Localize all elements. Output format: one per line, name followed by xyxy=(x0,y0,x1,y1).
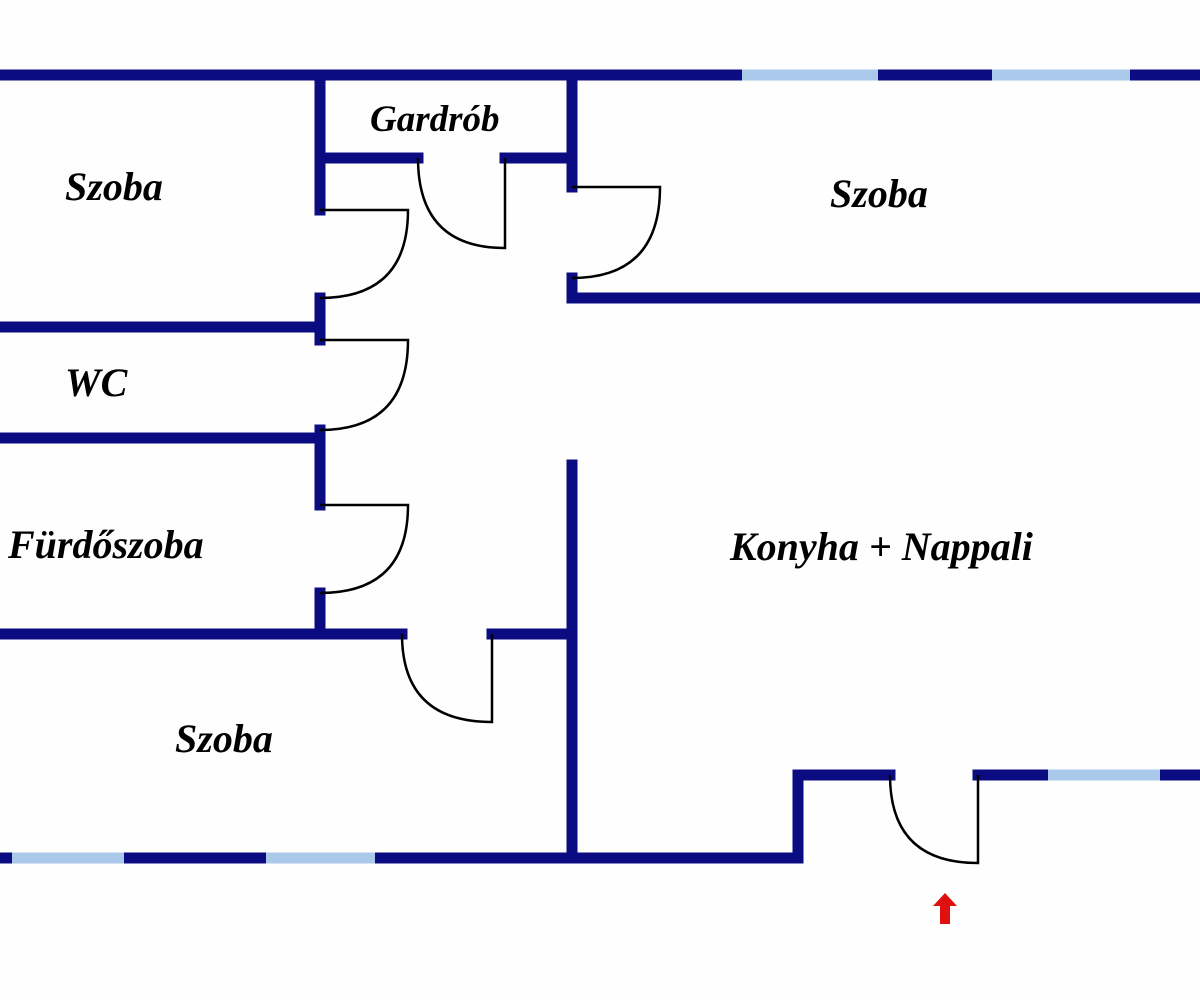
windows xyxy=(12,69,1160,864)
door-furdoszoba xyxy=(319,503,410,595)
label-szoba-bottom-left: Szoba xyxy=(175,716,273,761)
label-furdoszoba: Fürdőszoba xyxy=(7,522,204,567)
room-labels: Szoba Gardrób Szoba WC Fürdőszoba Konyha… xyxy=(7,99,1033,761)
door-szoba-top-right xyxy=(571,185,662,280)
doors xyxy=(319,157,980,865)
door-szoba-bottom xyxy=(400,633,494,724)
door-wc xyxy=(319,338,410,432)
arrow-up-icon xyxy=(933,893,957,924)
door-gardrob xyxy=(416,157,507,250)
label-wc: WC xyxy=(65,360,129,405)
label-gardrob: Gardrób xyxy=(370,99,500,140)
label-szoba-top-right: Szoba xyxy=(830,171,928,216)
door-entrance xyxy=(888,774,980,865)
wall-gardrob-right xyxy=(566,69,1200,304)
label-konyha-nappali: Konyha + Nappali xyxy=(729,524,1033,569)
label-szoba-top-left: Szoba xyxy=(65,164,163,209)
door-szoba-top-left xyxy=(319,208,410,300)
